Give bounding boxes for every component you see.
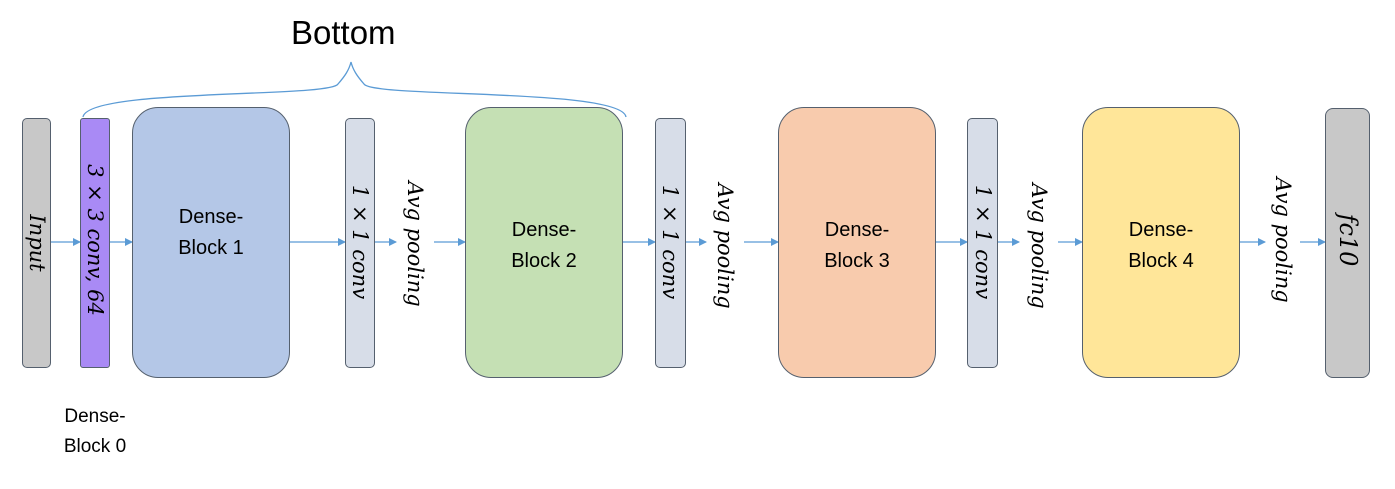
transition-conv-1: [345, 118, 375, 368]
dense-block-2-label: Dense- Block 2: [511, 218, 577, 272]
transition-conv-3: [967, 118, 998, 368]
transition-conv-2-label: 1 × 1 conv: [658, 184, 682, 300]
dense-block-3-label: Dense- Block 3: [824, 218, 890, 272]
bottom-title: Bottom: [291, 14, 396, 51]
avg-pooling-1-label: Avg pooling: [403, 181, 427, 307]
transition-conv-2: [655, 118, 686, 368]
fc-layer: [1325, 108, 1370, 378]
conv0-layer: [80, 118, 110, 368]
avg-pooling-4-label: Avg pooling: [1271, 177, 1295, 303]
dense-block-4: Dense- Block 4: [1082, 107, 1240, 378]
input-label: Input: [25, 214, 49, 272]
transition-conv-1-label: 1 × 1 conv: [348, 184, 372, 300]
avg-pooling-3-label: Avg pooling: [1027, 183, 1051, 309]
dense-block-3: Dense- Block 3: [778, 107, 936, 378]
input-layer: [22, 118, 51, 368]
conv0-label: 3 × 3 conv, 64: [83, 164, 107, 316]
dense-block-2: Dense- Block 2: [465, 107, 623, 378]
bottom-brace: [82, 61, 627, 118]
dense-block-1-label: Dense- Block 1: [178, 205, 244, 259]
avg-pooling-2-label: Avg pooling: [713, 183, 737, 309]
transition-conv-3-label: 1 × 1 conv: [971, 184, 995, 300]
dense-block-0-caption: Dense- Block 0: [63, 406, 127, 457]
dense-block-1: Dense- Block 1: [132, 107, 290, 378]
dense-block-4-label: Dense- Block 4: [1128, 218, 1194, 272]
fc-label: fc10: [1334, 213, 1362, 267]
